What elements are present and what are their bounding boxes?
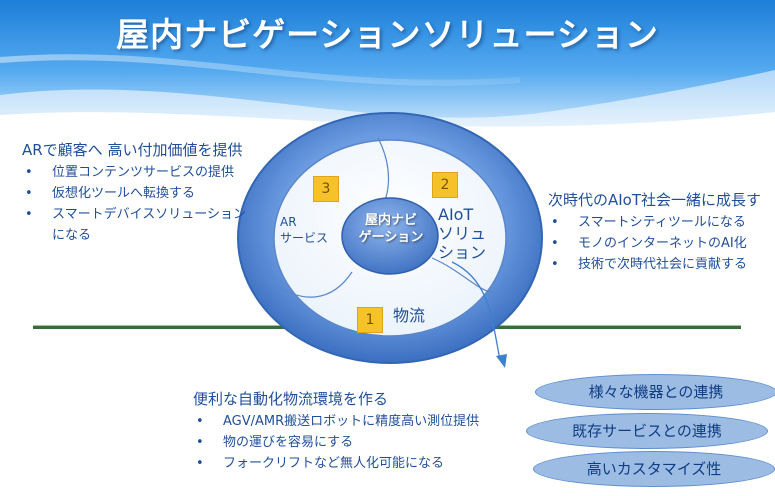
ar-panel-item: スマートデバイスソリューション [22,204,247,225]
feature-pill-customizability: 高いカスタマイズ性 [533,451,775,487]
feature-pill-service-integration: 既存サービスとの連携 [526,413,768,449]
segment-label-aiot-line3: ション [438,243,487,262]
center-label: 屋内ナビ ゲーション [352,212,430,246]
feature-pill-device-integration: 様々な機器との連携 [535,374,775,410]
segment-label-aiot-line1: AIoT [438,205,474,224]
ar-panel-item: 位置コンテンツサービスの提供 [22,162,247,183]
segment-label-ar: AR サービス [280,214,328,246]
center-label-line1: 屋内ナビ [364,213,417,228]
segment-divider-right [431,257,493,293]
segment-label-aiot-line2: ソリュ [438,224,487,243]
ar-panel-heading: ARで顧客へ 高い付加価値を提供 [22,141,243,159]
logistics-panel-heading: 便利な自動化物流環境を作る [193,390,389,408]
aiot-panel-item: スマートシティツールになる [548,212,775,233]
core-circle [341,197,439,275]
segment-badge-2: 2 [432,172,458,198]
connector-arrow [451,261,501,361]
segment-label-ar-line1: AR [280,215,297,229]
segment-label-logistics: 物流 [393,306,426,325]
segment-badge-3: 3 [313,176,339,202]
ar-panel-item: 仮想化ツールへ転換する [22,183,247,204]
segment-divider-left [281,271,353,298]
arrow-head [496,354,507,368]
ar-panel-item-continued: になる [52,228,92,243]
segment-label-aiot: AIoT ソリュ ション [438,205,498,262]
center-label-line2: ゲーション [358,230,424,245]
ar-panel: ARで顧客へ 高い付加価値を提供 位置コンテンツサービスの提供 仮想化ツールへ転… [22,140,247,246]
logistics-panel: 便利な自動化物流環境を作る AGV/AMR搬送ロボットに精度高い測位提供 物の運… [193,389,513,474]
logistics-panel-item: AGV/AMR搬送ロボットに精度高い測位提供 [193,411,513,432]
segment-label-ar-line2: サービス [280,231,329,245]
logistics-panel-item: フォークリフトなど無人化可能になる [193,453,513,474]
segment-badge-1: 1 [357,307,383,333]
aiot-panel: 次時代のAIoT社会一緒に成長す スマートシティツールになる モノのインターネッ… [548,190,775,275]
page-title: 屋内ナビゲーションソリューション [116,15,659,54]
aiot-panel-item: 技術で次時代社会に貢献する [548,254,775,275]
aiot-panel-item: モノのインターネットのAI化 [548,233,775,254]
aiot-panel-heading: 次時代のAIoT社会一緒に成長す [548,191,762,209]
logistics-panel-item: 物の運びを容易にする [193,432,513,453]
